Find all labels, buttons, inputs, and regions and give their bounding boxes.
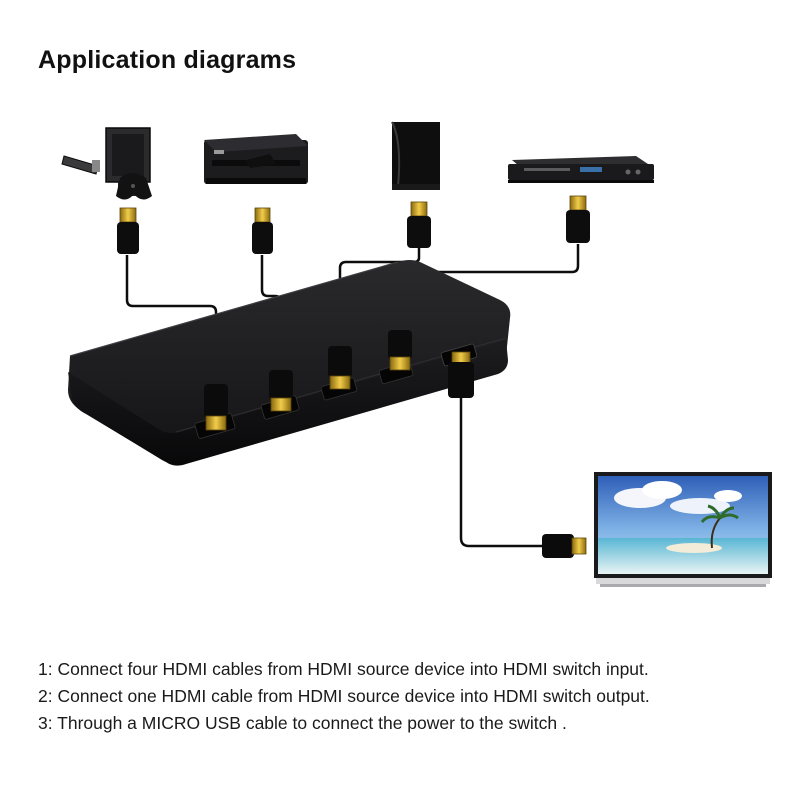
hdmi-plug-source-3	[407, 201, 431, 248]
hdmi-plug-source-4	[566, 195, 590, 243]
hdmi-plug-source-1	[117, 207, 139, 254]
hdmi-plug-switch-in-3	[328, 346, 352, 390]
hdmi-plug-display	[542, 534, 587, 558]
game-console-xbox-icon	[61, 127, 152, 200]
hdmi-plug-source-2	[252, 207, 273, 254]
tv-display-icon	[594, 472, 772, 587]
hdmi-plug-switch-out	[448, 351, 474, 398]
game-console-ps3-icon	[391, 121, 440, 190]
instruction-1: 1: Connect four HDMI cables from HDMI so…	[38, 659, 649, 679]
hdmi-plug-switch-in-2	[269, 370, 293, 412]
hdmi-switch-icon	[68, 260, 511, 466]
instructions: 1: Connect four HDMI cables from HDMI so…	[38, 656, 778, 737]
page-title: Application diagrams	[38, 46, 297, 74]
instruction-2: 2: Connect one HDMI cable from HDMI sour…	[38, 686, 650, 706]
set-top-box-icon	[204, 134, 308, 184]
instruction-3: 3: Through a MICRO USB cable to connect …	[38, 713, 567, 733]
output-cable	[459, 398, 544, 548]
dvd-player-icon	[508, 156, 654, 183]
hdmi-plug-switch-in-4	[388, 330, 412, 371]
hdmi-plug-switch-in-1	[204, 384, 228, 431]
